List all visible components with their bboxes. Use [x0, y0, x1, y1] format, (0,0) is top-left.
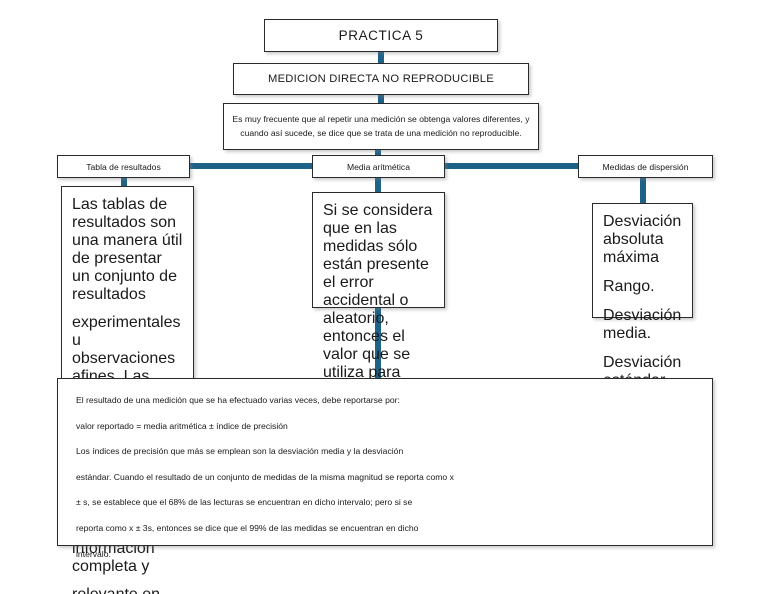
branch-body-right: Desviación absoluta máxima Rango. Desvia…	[592, 203, 693, 389]
conclusion-line: reporta como x ± 3s, entonces se dice qu…	[76, 522, 419, 533]
conclusion-line: intervalo.	[76, 548, 111, 559]
connector-title-to-subtitle	[378, 50, 384, 65]
conclusion-line: Los índices de precisión que más se empl…	[76, 446, 404, 457]
conclusion-line: El resultado de una medición que se ha e…	[76, 395, 400, 405]
branch-right-item: Desviación media.	[603, 307, 682, 342]
intro-text: Es muy frecuente que al repetir una medi…	[232, 113, 530, 138]
branch-header-middle: Media aritmética	[312, 155, 445, 178]
branch-right-item: Desviación absoluta máxima	[603, 213, 682, 266]
connector-middle-to-left	[188, 163, 314, 169]
branch-header-right: Medidas de dispersión	[578, 155, 713, 178]
connector-left-header-to-body	[121, 175, 127, 188]
branch-right-item: Rango.	[603, 278, 655, 295]
conclusion-line: valor reportado = media aritmética ± índ…	[76, 420, 288, 431]
branch-left-paragraph: Las tablas de resultados son una manera …	[72, 196, 183, 303]
branch-header-right-label: Medidas de dispersión	[602, 161, 689, 172]
branch-header-middle-label: Media aritmética	[346, 161, 411, 172]
subtitle-text: MEDICION DIRECTA NO REPRODUCIBLE	[268, 73, 494, 85]
subtitle-box: MEDICION DIRECTA NO REPRODUCIBLE	[233, 63, 529, 95]
title-box: PRACTICA 5	[264, 19, 498, 52]
branch-body-middle: Si se considera que en las medidas sólo …	[312, 192, 445, 471]
connector-right-header-to-body	[640, 175, 646, 205]
branch-header-left: Tabla de resultados	[57, 155, 190, 178]
conclusion-line: ± s, se establece que el 68% de las lect…	[76, 497, 413, 508]
connector-middle-header-to-body	[375, 175, 381, 194]
page-title: PRACTICA 5	[338, 28, 424, 43]
intro-box: Es muy frecuente que al repetir una medi…	[223, 103, 539, 150]
conclusion-box: El resultado de una medición que se ha e…	[57, 378, 713, 559]
connector-subtitle-to-intro	[378, 93, 384, 105]
connector-middle-to-right	[443, 163, 580, 169]
branch-header-left-label: Tabla de resultados	[86, 161, 161, 172]
branch-left-paragraph: relevante en forma organizada.	[72, 586, 183, 594]
branch-body-left: Las tablas de resultados son una manera …	[61, 186, 194, 594]
connector-intro-to-middle	[375, 148, 381, 158]
conclusion-line: estándar. Cuando el resultado de un conj…	[76, 471, 454, 482]
connector-middle-to-conclusion	[375, 306, 381, 380]
